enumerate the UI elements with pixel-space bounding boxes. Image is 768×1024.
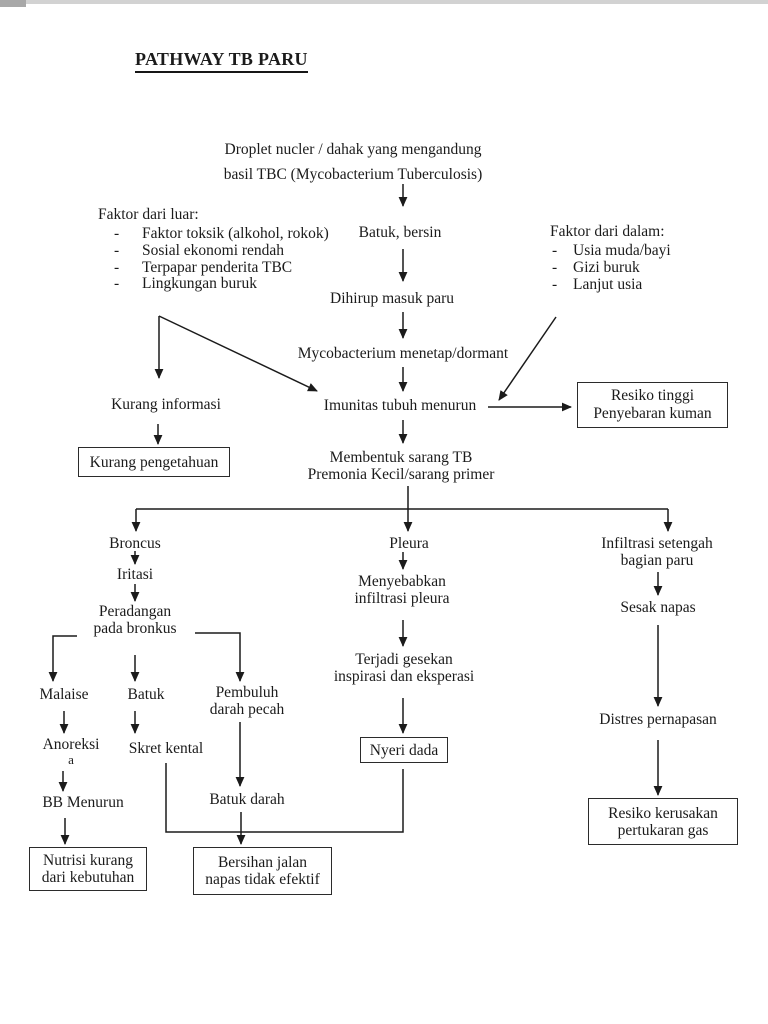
node-dihirup: Dihirup masuk paru [330,290,454,307]
node-peradangan: Peradangan pada bronkus [93,603,177,637]
list-item: - Terpapar penderita TBC [114,258,293,276]
bullet-dash: - [114,241,120,259]
arrow-faktor-luar-to-imunitas [158,315,318,392]
node-droplet: Droplet nucler / dahak yang mengandung b… [223,141,483,183]
arrow-peradangan-to-malaise [48,635,77,682]
bullet-dash: - [114,275,120,293]
scan-edge-artifact [0,0,768,4]
bullet-dash: - [552,242,558,259]
external-factors: Faktor dari luar: - Faktor toksik (alkoh… [98,206,329,293]
node-sesak-napas: Sesak napas [620,599,696,616]
node-mycobacterium: Mycobacterium menetap/dormant [297,345,509,362]
node-pembuluh: Pembuluh darah pecah [209,684,285,718]
node-distres: Distres pernapasan [599,711,717,728]
box-resiko-kerusakan: Resiko kerusakan pertukaran gas [588,798,738,845]
bullet-dash: - [114,258,120,276]
external-factors-header: Faktor dari luar: [98,206,199,223]
page-title: PATHWAY TB PARU [135,49,308,73]
list-item: - Lingkungan buruk [114,275,257,293]
node-terjadi-gesekan: Terjadi gesekan inspirasi dan eksperasi [333,651,475,685]
node-malaise: Malaise [39,686,89,703]
node-batuk-darah: Batuk darah [209,791,285,808]
bullet-dash: - [552,258,558,276]
box-kurang-pengetahuan: Kurang pengetahuan [78,447,230,477]
node-membentuk-sarang: Membentuk sarang TB Premonia Kecil/saran… [307,449,495,483]
scan-edge-corner [0,0,26,7]
list-item: - Sosial ekonomi rendah [114,241,285,259]
node-anoreksi: Anoreksi a [42,736,100,767]
box-resiko-tinggi: Resiko tinggi Penyebaran kuman [577,382,728,428]
node-batuk-bersin: Batuk, bersin [358,224,442,241]
node-skret-kental: Skret kental [128,740,204,757]
internal-factors-header: Faktor dari dalam: [550,223,665,240]
node-broncus: Broncus [109,535,161,552]
node-pleura: Pleura [389,535,429,552]
internal-factors: Faktor dari dalam: - Usia muda/bayi - Gi… [550,223,671,293]
arrow-peradangan-to-pembuluh [195,632,245,682]
node-batuk: Batuk [127,686,165,703]
bullet-dash: - [552,275,558,293]
box-nyeri-dada: Nyeri dada [360,737,448,763]
node-imunitas: Imunitas tubuh menurun [323,397,477,414]
node-bb-menurun: BB Menurun [42,794,124,811]
node-infiltrasi: Infiltrasi setengah bagian paru [601,535,713,569]
list-item: - Faktor toksik (alkohol, rokok) [114,225,329,242]
line-skret-nyeri-connector [165,763,404,833]
list-item: - Usia muda/bayi [552,242,671,259]
list-item: - Lanjut usia [552,275,643,293]
arrow-faktor-dalam-to-imunitas [498,316,557,401]
node-menyebabkan: Menyebabkan infiltrasi pleura [354,573,450,607]
list-item: - Gizi buruk [552,258,640,276]
node-kurang-informasi: Kurang informasi [111,396,221,413]
bullet-dash: - [114,225,120,242]
node-iritasi: Iritasi [116,566,154,583]
box-nutrisi-kurang: Nutrisi kurang dari kebutuhan [29,847,147,891]
box-bersihan-jalan-napas: Bersihan jalan napas tidak efektif [193,847,332,895]
